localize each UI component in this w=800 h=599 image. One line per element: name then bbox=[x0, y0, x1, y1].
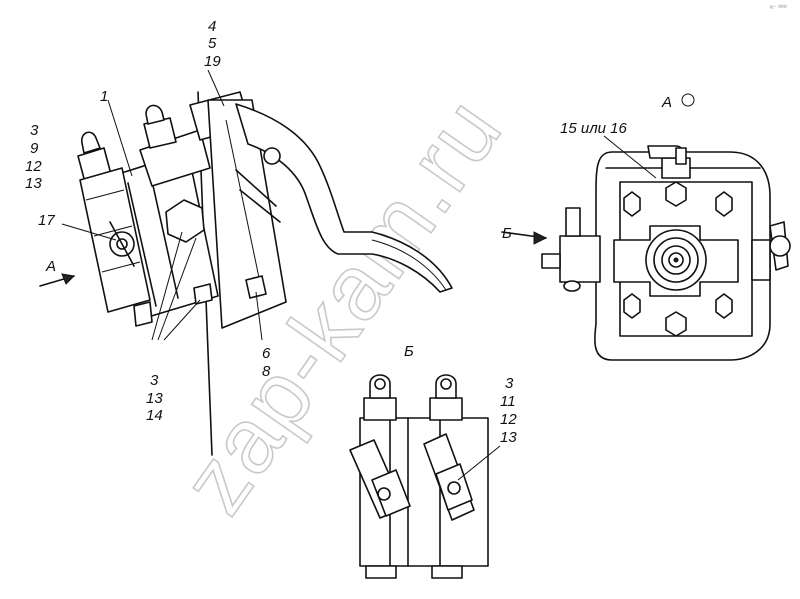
view-b-label: Б bbox=[404, 343, 414, 360]
callout-17: 17 bbox=[38, 212, 55, 229]
callout-3-bottom: 3 bbox=[150, 372, 159, 389]
callout-11: 11 bbox=[500, 393, 516, 410]
arrow-b-label: Б bbox=[502, 225, 512, 242]
callout-4: 4 bbox=[208, 18, 216, 35]
arrow-a-label: А bbox=[45, 258, 56, 275]
callout-13-right: 13 bbox=[500, 429, 517, 446]
callout-13-bottom: 13 bbox=[146, 390, 163, 407]
callout-9: 9 bbox=[30, 140, 39, 157]
callout-5: 5 bbox=[208, 35, 217, 52]
corner-mark: ᵃ⁻ ⁰⁰⁰ bbox=[770, 4, 787, 12]
callout-1: 1 bbox=[100, 88, 108, 105]
callout-12-right: 12 bbox=[500, 411, 517, 428]
callout-3-right: 3 bbox=[505, 375, 514, 392]
view-a-front bbox=[501, 93, 791, 361]
callout-14: 14 bbox=[146, 407, 163, 424]
left-side-view bbox=[39, 69, 453, 456]
callout-6: 6 bbox=[262, 345, 271, 362]
callout-15-16: 15 или 16 bbox=[560, 120, 628, 137]
callout-12-top: 12 bbox=[25, 158, 42, 175]
callouts: 4 5 19 1 3 9 12 13 17 6 8 3 13 14 15 или… bbox=[25, 18, 628, 446]
view-a-label: А bbox=[661, 94, 672, 111]
callout-13-top: 13 bbox=[25, 175, 42, 192]
view-b-bottom bbox=[349, 374, 501, 579]
callout-8: 8 bbox=[262, 363, 271, 380]
callout-3-top: 3 bbox=[30, 122, 39, 139]
callout-19: 19 bbox=[204, 53, 221, 70]
